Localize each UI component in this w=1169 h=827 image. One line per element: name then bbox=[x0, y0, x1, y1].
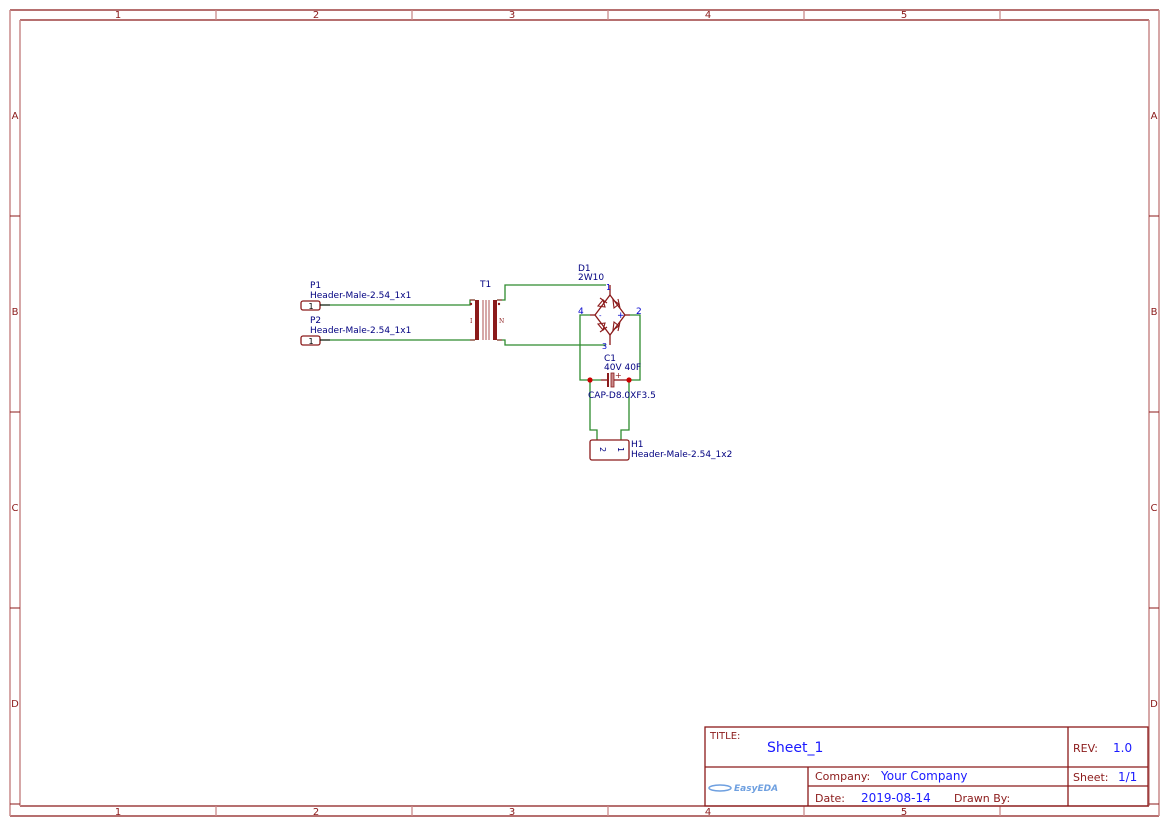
column-labels: 1 2 3 4 5 1 2 3 4 5 bbox=[115, 10, 907, 818]
title-label: TITLE: bbox=[709, 731, 740, 742]
title-block bbox=[704, 726, 1149, 807]
pin-4: 4 bbox=[578, 307, 584, 317]
pin-number: 1 bbox=[308, 302, 313, 311]
pin-2: 2 bbox=[636, 307, 642, 317]
value-label: Header-Male-2.54_1x1 bbox=[310, 326, 411, 336]
row-label: C bbox=[1151, 503, 1158, 514]
company-value: Your Company bbox=[880, 769, 968, 783]
title-value: Sheet_1 bbox=[767, 740, 823, 756]
capacitor-c1[interactable]: C1 40V 40F + CAP-D8.0XF3.5 bbox=[587, 354, 656, 401]
row-label: A bbox=[12, 111, 19, 122]
row-label: C bbox=[12, 503, 19, 514]
header-h1[interactable]: 2 1 H1 Header-Male-2.54_1x2 bbox=[589, 439, 732, 461]
footprint-label: CAP-D8.0XF3.5 bbox=[588, 391, 656, 401]
bridge-rectifier-d1[interactable]: D1 2W10 1 2 3 4 + - bbox=[578, 264, 642, 351]
col-label: 4 bbox=[705, 10, 711, 21]
value-label: Header-Male-2.54_1x2 bbox=[631, 450, 732, 460]
col-label: 5 bbox=[901, 807, 907, 818]
sheet-frame bbox=[9, 9, 1160, 817]
col-label: 3 bbox=[509, 10, 515, 21]
col-label: 4 bbox=[705, 807, 711, 818]
company-label: Company: bbox=[815, 770, 870, 783]
row-label: D bbox=[1150, 699, 1158, 710]
col-label: 2 bbox=[313, 807, 319, 818]
cloud-icon bbox=[708, 784, 732, 792]
rev-label: REV: bbox=[1073, 742, 1098, 755]
value-label: 2W10 bbox=[578, 273, 604, 283]
pin-1: 1 bbox=[616, 447, 625, 452]
rev-value: 1.0 bbox=[1113, 741, 1132, 755]
junction-dot bbox=[626, 377, 632, 383]
transformer-t1[interactable]: T1 I N bbox=[469, 280, 504, 341]
ref-label: H1 bbox=[631, 440, 644, 450]
pin-number: 1 bbox=[308, 337, 313, 346]
header-p1[interactable]: 1 P1 Header-Male-2.54_1x1 bbox=[300, 281, 411, 311]
ref-label: P2 bbox=[310, 316, 321, 326]
row-label: A bbox=[1151, 111, 1158, 122]
col-label: 5 bbox=[901, 10, 907, 21]
row-label: D bbox=[11, 699, 19, 710]
easyeda-logo: EasyEDA bbox=[708, 784, 778, 794]
wires[interactable] bbox=[320, 284, 641, 440]
ref-label: T1 bbox=[479, 280, 491, 290]
date-value: 2019-08-14 bbox=[861, 791, 931, 805]
sheet-value: 1/1 bbox=[1118, 770, 1137, 784]
col-label: 3 bbox=[509, 807, 515, 818]
row-label: B bbox=[12, 307, 19, 318]
pin-2: 2 bbox=[598, 447, 607, 452]
header-p2[interactable]: 1 P2 Header-Male-2.54_1x1 bbox=[300, 316, 411, 346]
pin-3: 3 bbox=[602, 342, 607, 351]
row-label: B bbox=[1151, 307, 1158, 318]
sheet-label: Sheet: bbox=[1073, 771, 1109, 784]
plus-mark: + bbox=[617, 311, 625, 321]
value-label: Header-Male-2.54_1x1 bbox=[310, 291, 411, 301]
pin-1: 1 bbox=[606, 283, 611, 292]
value-label: 40V 40F bbox=[604, 363, 641, 373]
plus-mark: + bbox=[615, 371, 622, 380]
primary-mark: I bbox=[470, 318, 473, 325]
secondary-mark: N bbox=[499, 318, 504, 325]
date-label: Date: bbox=[815, 792, 845, 805]
ref-label: C1 bbox=[604, 354, 616, 364]
col-label: 2 bbox=[313, 10, 319, 21]
junction-dot bbox=[587, 377, 593, 383]
logo-text: EasyEDA bbox=[734, 784, 778, 794]
col-label: 1 bbox=[115, 807, 121, 818]
ref-label: P1 bbox=[310, 281, 321, 291]
drawn-by-label: Drawn By: bbox=[954, 792, 1010, 805]
row-labels: A B C D A B C D bbox=[11, 111, 1158, 710]
minus-mark: - bbox=[599, 312, 602, 320]
ref-label: D1 bbox=[578, 264, 591, 274]
col-label: 1 bbox=[115, 10, 121, 21]
